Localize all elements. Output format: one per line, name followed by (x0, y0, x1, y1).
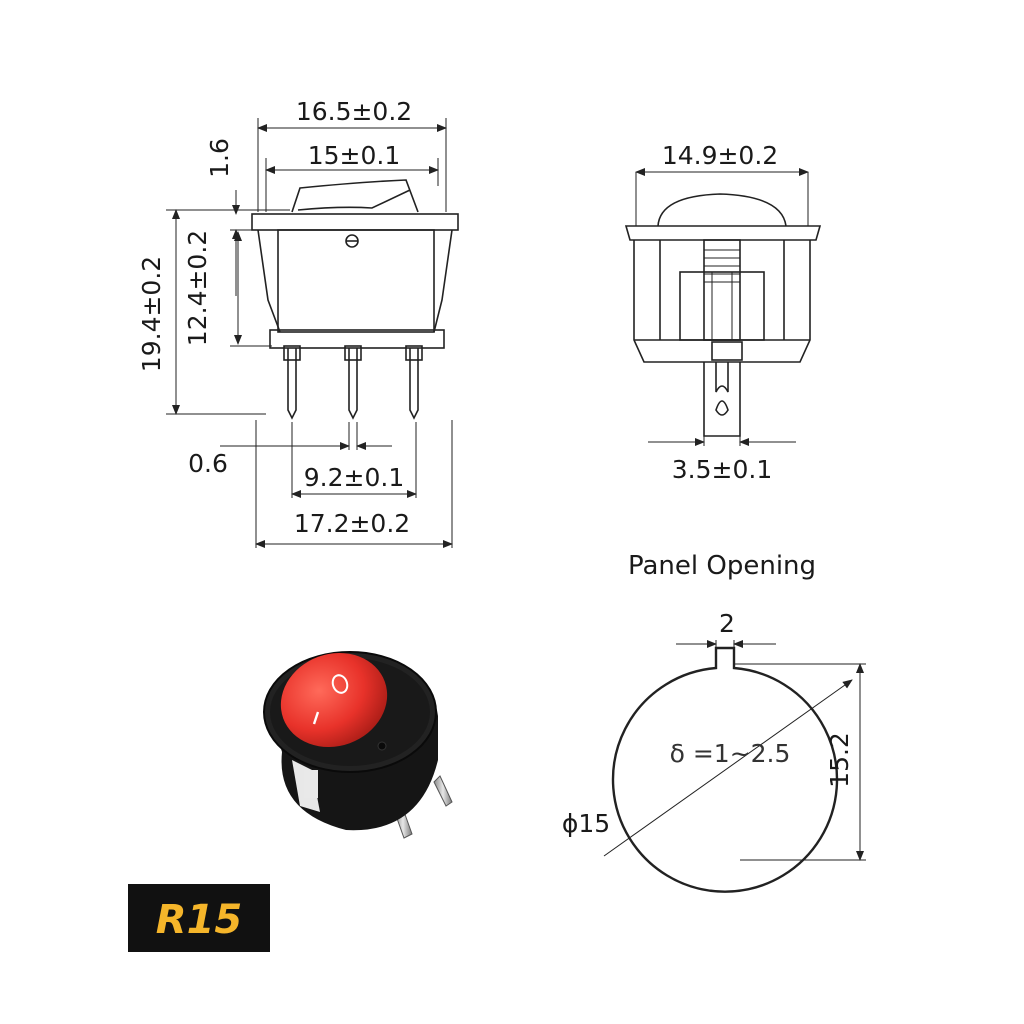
model-badge: R15 (128, 884, 270, 952)
badge-label: R15 (156, 897, 242, 943)
pin-right (433, 775, 453, 807)
opening-outline (611, 646, 839, 893)
panel-opening: Panel Opening 2 15.2 ϕ15 δ =1~2.5 (562, 551, 866, 893)
badge-background (128, 884, 270, 952)
on-symbol (312, 711, 320, 725)
dim-bottom-width: 17.2±0.2 (294, 509, 410, 538)
terminal (703, 362, 741, 437)
flange (251, 213, 459, 231)
off-symbol (331, 674, 349, 694)
dim-body-height: 12.4±0.2 (183, 230, 212, 346)
body (277, 229, 435, 333)
switch-product-illustration (263, 651, 453, 839)
dim-pin-pitch: 9.2±0.1 (304, 463, 404, 492)
thickness-label: δ =1~2.5 (670, 739, 791, 768)
rocker-outline (291, 179, 419, 213)
rocker (280, 652, 388, 748)
dim-key: 2 (719, 609, 735, 638)
right-clip (433, 229, 453, 333)
dim-flange: 1.6 (205, 138, 234, 178)
front-flange (624, 225, 822, 241)
dim-diameter: ϕ15 (562, 809, 610, 838)
dim-top-outer: 16.5±0.2 (296, 97, 412, 126)
left-clip (257, 229, 281, 333)
dim-pin-thickness: 0.6 (188, 449, 228, 478)
dim-height: 15.2 (825, 732, 854, 788)
dim-total-height: 19.4±0.2 (137, 256, 166, 372)
dim-front-width: 14.9±0.2 (662, 141, 778, 170)
side-view: 16.5±0.2 15±0.1 1.6 19.4±0.2 12.4±0.2 0.… (137, 97, 459, 548)
front-body (633, 240, 811, 363)
side-pins (283, 345, 423, 420)
rocker-dome (657, 193, 787, 227)
dim-top-inner: 15±0.1 (308, 141, 401, 170)
front-view: 14.9±0.2 3.5±0.1 (624, 141, 822, 484)
panel-opening-title: Panel Opening (628, 551, 816, 581)
rocker-ridge (297, 189, 411, 211)
dim-terminal: 3.5±0.1 (672, 455, 772, 484)
